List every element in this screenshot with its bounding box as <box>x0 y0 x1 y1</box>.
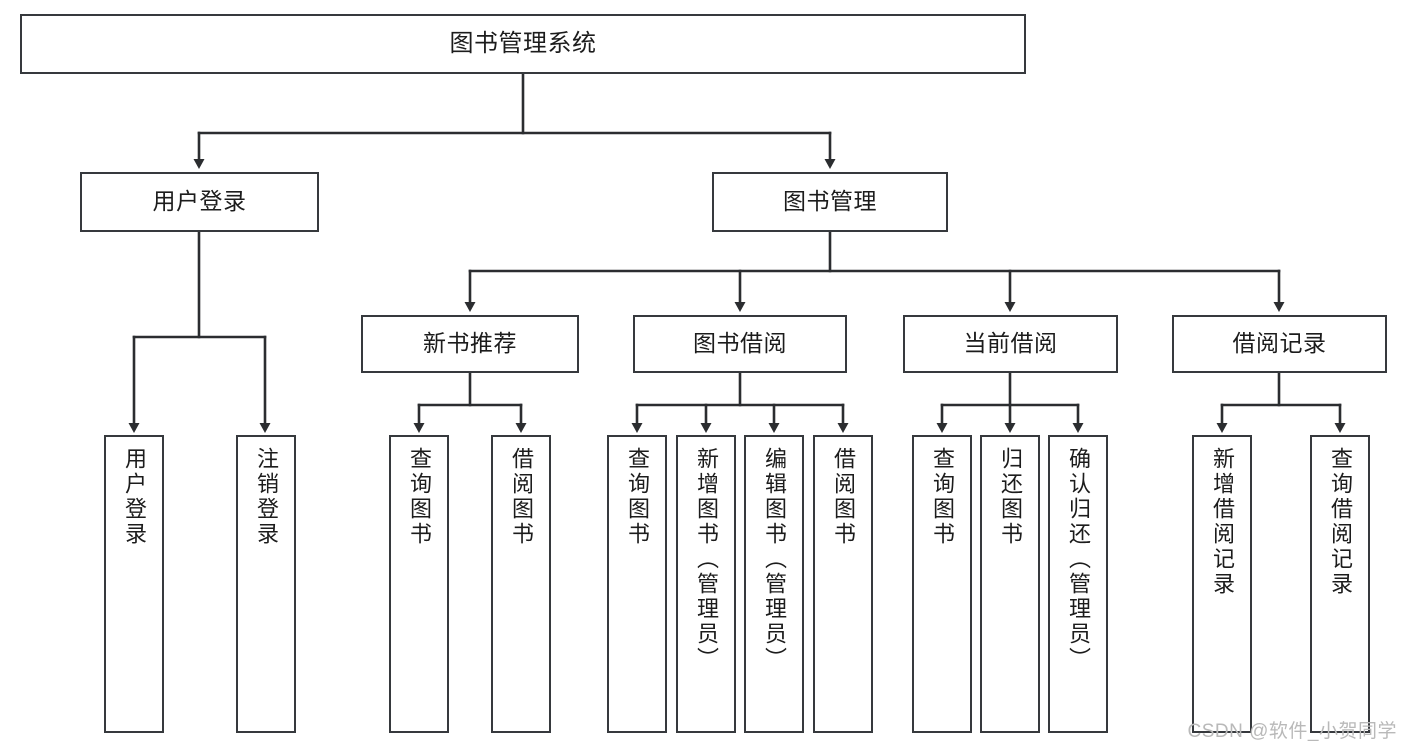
leaf-borrow-book-recommend[interactable]: 借阅图书 <box>491 435 551 733</box>
node-current-borrow[interactable]: 当前借阅 <box>903 315 1118 373</box>
node-label: 查询借阅记录 <box>1328 447 1353 597</box>
node-book-management[interactable]: 图书管理 <box>712 172 948 232</box>
leaf-add-book-admin[interactable]: 新增图书（管理员） <box>676 435 736 733</box>
node-label: 新增借阅记录 <box>1210 447 1235 597</box>
node-label: 图书管理 <box>783 188 877 215</box>
node-label: 图书管理系统 <box>449 29 597 57</box>
node-label: 新增图书（管理员） <box>694 447 719 672</box>
node-label: 注销登录 <box>254 447 279 547</box>
node-label: 用户登录 <box>122 447 147 547</box>
node-label: 查询图书 <box>930 447 955 547</box>
node-user-login[interactable]: 用户登录 <box>80 172 319 232</box>
node-root-system[interactable]: 图书管理系统 <box>20 14 1026 74</box>
node-label: 归还图书 <box>998 447 1023 547</box>
node-label: 新书推荐 <box>423 330 517 357</box>
leaf-add-borrow-record[interactable]: 新增借阅记录 <box>1192 435 1252 733</box>
node-label: 查询图书 <box>625 447 650 547</box>
node-label: 图书借阅 <box>693 330 787 357</box>
leaf-query-book-current[interactable]: 查询图书 <box>912 435 972 733</box>
leaf-query-book-borrow[interactable]: 查询图书 <box>607 435 667 733</box>
leaf-query-borrow-record[interactable]: 查询借阅记录 <box>1310 435 1370 733</box>
leaf-user-login[interactable]: 用户登录 <box>104 435 164 733</box>
node-label: 确认归还（管理员） <box>1066 447 1091 672</box>
leaf-query-book-recommend[interactable]: 查询图书 <box>389 435 449 733</box>
node-label: 借阅图书 <box>509 447 534 547</box>
node-label: 查询图书 <box>407 447 432 547</box>
leaf-edit-book-admin[interactable]: 编辑图书（管理员） <box>744 435 804 733</box>
node-label: 借阅图书 <box>831 447 856 547</box>
node-new-book-recommend[interactable]: 新书推荐 <box>361 315 579 373</box>
node-label: 当前借阅 <box>963 330 1058 357</box>
csdn-watermark: CSDN @软件_小贺同学 <box>1187 721 1397 742</box>
leaf-borrow-book[interactable]: 借阅图书 <box>813 435 873 733</box>
node-book-borrow[interactable]: 图书借阅 <box>633 315 847 373</box>
leaf-confirm-return-admin[interactable]: 确认归还（管理员） <box>1048 435 1108 733</box>
node-label: 用户登录 <box>152 188 247 215</box>
node-label: 编辑图书（管理员） <box>762 447 787 672</box>
node-borrow-records[interactable]: 借阅记录 <box>1172 315 1387 373</box>
node-label: 借阅记录 <box>1232 330 1327 357</box>
leaf-return-book[interactable]: 归还图书 <box>980 435 1040 733</box>
leaf-logout[interactable]: 注销登录 <box>236 435 296 733</box>
